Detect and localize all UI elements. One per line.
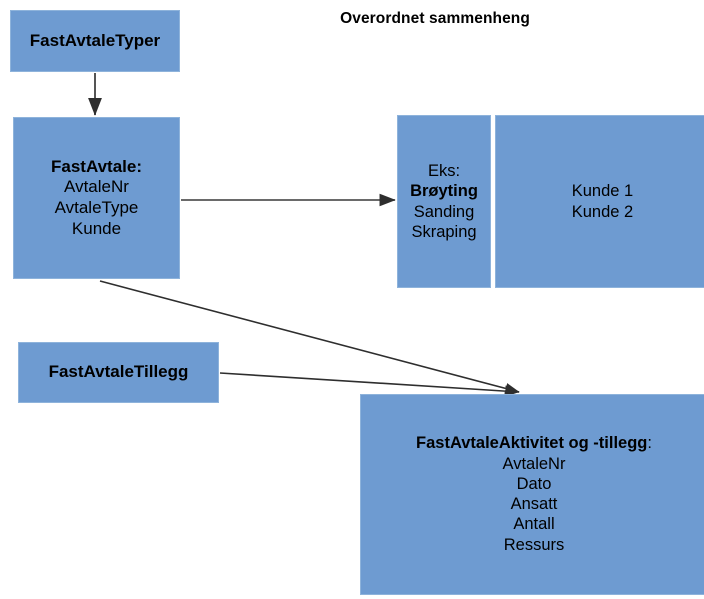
- node-eks-header: Eks:: [427, 162, 461, 181]
- node-kunde-item-1: Kunde 2: [571, 202, 634, 221]
- node-fastavtale[interactable]: FastAvtale: AvtaleNr AvtaleType Kunde: [13, 117, 180, 279]
- node-fastavtaletillegg[interactable]: FastAvtaleTillegg: [18, 342, 219, 403]
- page-title: Overordnet sammenheng: [340, 10, 530, 27]
- node-kunde[interactable]: Kunde 1 Kunde 2: [495, 115, 704, 288]
- node-eks-item-1: Skraping: [411, 222, 477, 241]
- node-fastavtaleaktivitet-header-line2: -tillegg: [593, 434, 648, 453]
- node-fastavtaletyper[interactable]: FastAvtaleTyper: [10, 10, 180, 72]
- node-fastavtaleaktivitet-field-0: AvtaleNr: [502, 455, 566, 474]
- node-fastavtaleaktivitet-header: FastAvtaleAktivitet og -tillegg:: [416, 434, 652, 454]
- node-fastavtaleaktivitet-header-line1: FastAvtaleAktivitet og: [416, 434, 589, 453]
- edge-fastavtaletillegg-to-fastavtaleaktivitet: [219, 372, 520, 397]
- node-fastavtaleaktivitet-field-1: Dato: [516, 475, 552, 494]
- node-fastavtaleaktivitet-field-3: Antall: [513, 515, 555, 534]
- node-eks-highlight: Brøyting: [410, 182, 478, 201]
- node-fastavtale-header: FastAvtale:: [50, 156, 142, 176]
- node-fastavtale-field-2: Kunde: [71, 218, 122, 238]
- node-eks-item-0: Sanding: [413, 202, 475, 221]
- node-fastavtaletyper-label: FastAvtaleTyper: [29, 30, 161, 50]
- node-fastavtaleaktivitet[interactable]: FastAvtaleAktivitet og -tillegg: AvtaleN…: [360, 394, 704, 595]
- node-fastavtaleaktivitet-field-2: Ansatt: [510, 495, 558, 514]
- node-eks[interactable]: Eks: Brøyting Sanding Skraping: [397, 115, 491, 288]
- node-fastavtaleaktivitet-header-colon: :: [647, 434, 652, 453]
- node-fastavtale-field-0: AvtaleNr: [64, 177, 129, 197]
- node-kunde-item-0: Kunde 1: [571, 182, 634, 201]
- node-fastavtaletillegg-label: FastAvtaleTillegg: [48, 362, 189, 382]
- node-fastavtaleaktivitet-field-4: Ressurs: [503, 535, 565, 554]
- node-fastavtale-field-1: AvtaleType: [54, 198, 139, 217]
